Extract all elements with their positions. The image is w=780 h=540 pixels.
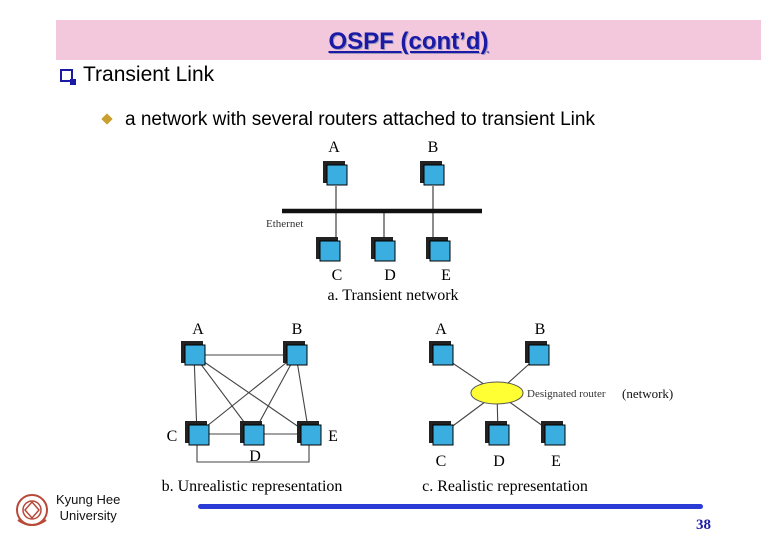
router-c-icon [315,236,341,262]
router-c-icon [428,420,454,446]
mesh-link [193,354,310,435]
router-label: C [436,453,447,470]
university-name: Kyung Hee University [56,492,120,524]
bullet-transient-link: Transient Link [60,63,214,87]
caption-c: c. Realistic representation [422,478,588,495]
diagram-b-routers: A B C D E b. Unrealistic representation [162,321,343,495]
diagram-a: Ethernet A B C D E a. Transient network [266,139,482,304]
router-label: E [551,453,561,470]
mesh-link [295,354,310,435]
router-b-icon [524,340,550,366]
mesh-link [196,434,310,463]
router-label: D [493,453,505,470]
mesh-link [196,354,297,435]
bullet-text: Transient Link [83,63,215,86]
router-e-icon [425,236,451,262]
sub-bullet: a network with several routers attached … [101,109,595,131]
diagram-b [193,354,310,463]
designated-router-node [470,381,524,405]
router-label: B [292,321,303,338]
router-a-icon [322,160,348,186]
network-label: (network) [622,386,673,401]
ethernet-label: Ethernet [266,218,303,230]
checkbox-bullet-icon [60,69,76,85]
router-label: C [332,267,343,284]
router-label: A [328,139,340,156]
router-e-icon [540,420,566,446]
diagram-c-nodes: Designated router (network) A B C D E c.… [422,321,673,495]
router-b-icon [282,340,308,366]
router-d-icon [239,420,265,446]
designated-router-label: Designated router [527,388,606,400]
router-e-icon [296,420,322,446]
footer-rule [198,504,703,509]
router-label: B [535,321,546,338]
router-label: A [192,321,204,338]
router-label: A [435,321,447,338]
sub-bullet-text: a network with several routers attached … [125,109,595,130]
university-line1: Kyung Hee [56,492,121,507]
router-d-icon [484,420,510,446]
router-label: E [328,428,338,445]
university-seal-icon [16,494,48,526]
page-number: 38 [696,517,711,533]
router-d-icon [370,236,396,262]
router-a-icon [180,340,206,366]
university-line2: University [59,508,117,523]
router-label: C [167,428,178,445]
router-c-icon [184,420,210,446]
router-label: D [249,448,261,465]
caption-a: a. Transient network [327,287,458,304]
router-label: B [428,139,439,156]
caption-b: b. Unrealistic representation [162,478,343,495]
slide-title: OSPF (cont’d) [328,28,489,55]
title-bar: OSPF (cont’d) [56,20,761,60]
router-b-icon [419,160,445,186]
mesh-link [193,354,254,435]
mesh-link [252,354,297,435]
mesh-link [193,354,198,435]
router-label: E [441,267,451,284]
router-label: D [384,267,396,284]
router-a-icon [428,340,454,366]
